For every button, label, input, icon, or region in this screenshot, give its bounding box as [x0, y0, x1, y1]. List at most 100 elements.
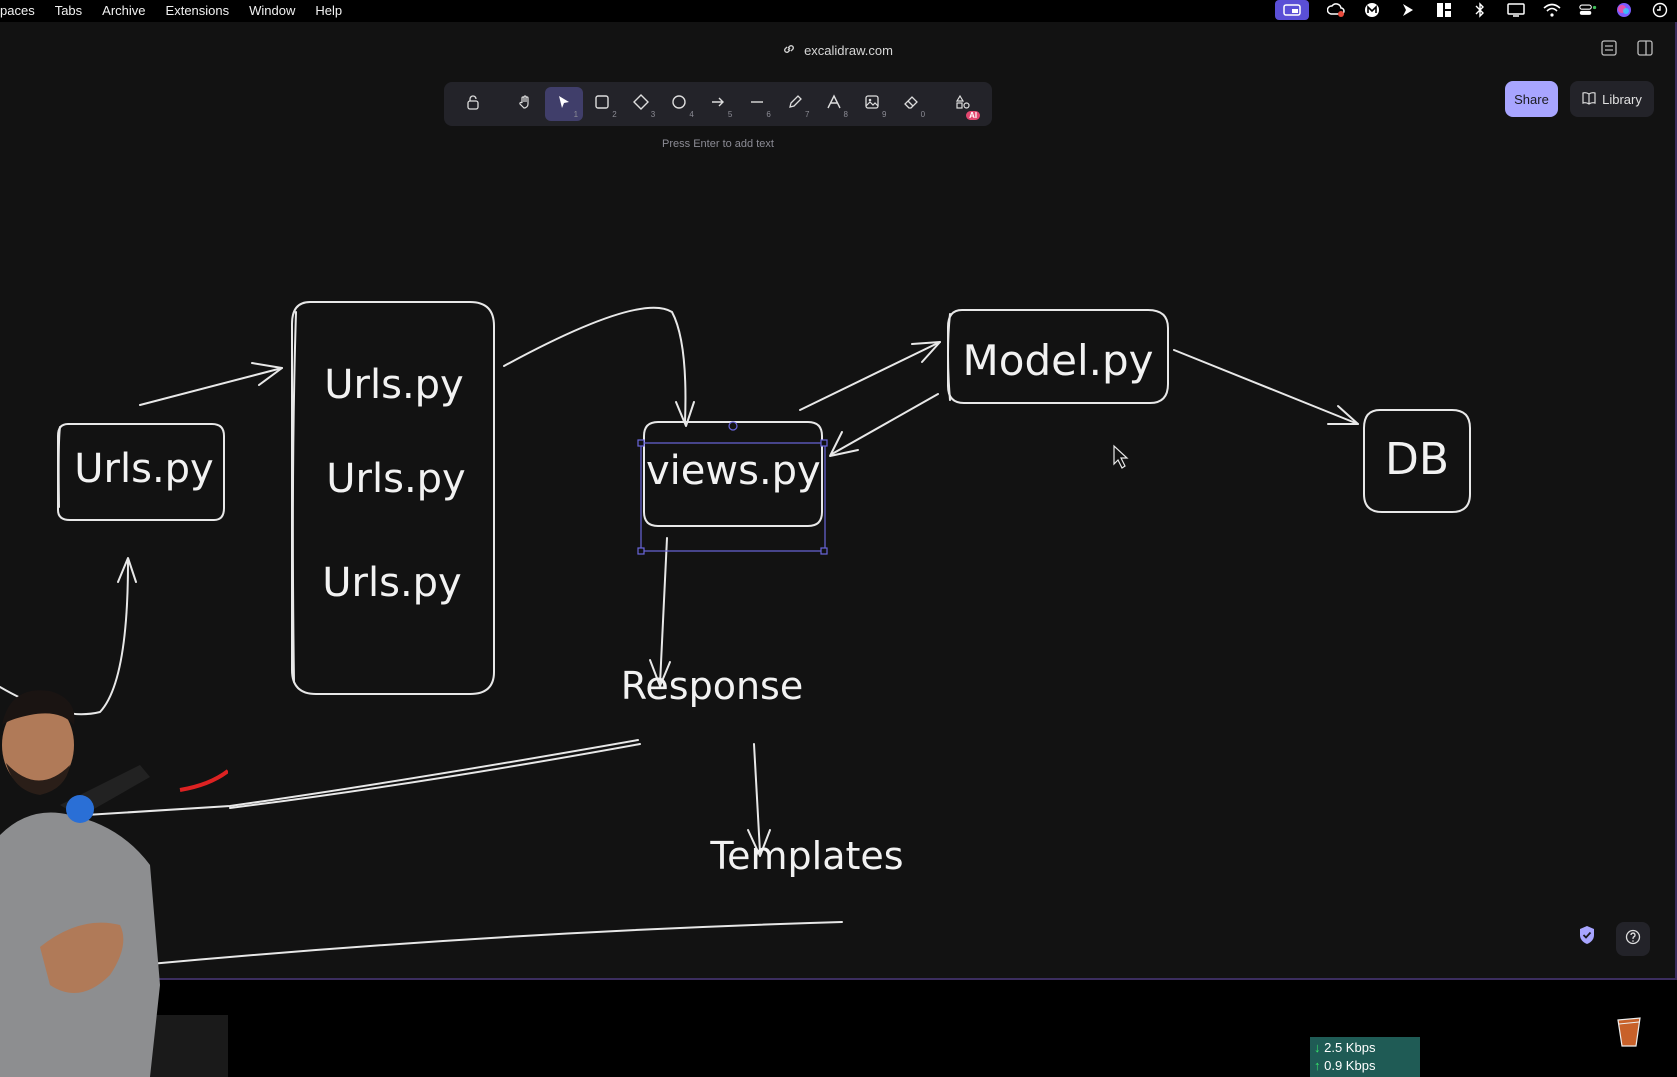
node-templates[interactable]: Templates — [710, 834, 904, 878]
wifi-icon[interactable] — [1543, 2, 1561, 18]
menu-tabs[interactable]: Tabs — [54, 2, 83, 18]
selection-frame — [637, 421, 828, 555]
node-urls-stack-1[interactable]: Urls.py — [324, 362, 464, 408]
library-button[interactable]: Library — [1570, 81, 1654, 117]
arrow-response-to-templates — [753, 743, 761, 853]
node-views[interactable]: views.py — [646, 448, 821, 494]
network-monitor: ↓ 2.5 Kbps ↑ 0.9 Kbps — [1310, 1037, 1420, 1077]
url-text: excalidraw.com — [804, 42, 893, 58]
app-menu: paces Tabs Archive Extensions Window Hel… — [0, 3, 362, 18]
pointer-icon — [557, 95, 571, 114]
tool-key: 3 — [650, 110, 656, 119]
node-urls-left[interactable]: Urls.py — [74, 446, 214, 492]
layout-icon[interactable] — [1435, 2, 1453, 18]
tool-key: 2 — [612, 110, 617, 119]
tool-key: 4 — [689, 110, 694, 119]
tool-diamond[interactable]: 3 — [622, 87, 661, 121]
siri-icon[interactable] — [1615, 2, 1633, 18]
drawing-canvas[interactable] — [0, 22, 1677, 980]
shield-check-icon — [1578, 925, 1596, 950]
tool-hand[interactable] — [506, 87, 545, 121]
lock-icon — [465, 94, 481, 115]
urls-stack-box — [291, 301, 495, 695]
tool-key: 9 — [882, 110, 887, 119]
help-button[interactable] — [1616, 922, 1650, 956]
node-response[interactable]: Response — [620, 664, 804, 708]
arrow-stack-to-views — [503, 306, 687, 423]
arrow-urls-to-stack — [139, 367, 283, 406]
tool-selection[interactable]: 1 — [544, 87, 584, 121]
sidebar-toggle-icon[interactable] — [1637, 40, 1653, 61]
cup-app-icon[interactable] — [1616, 1014, 1642, 1048]
tool-key: 6 — [766, 110, 771, 119]
tool-image[interactable]: 9 — [853, 87, 892, 121]
arrow-model-to-db — [1173, 349, 1359, 425]
tool-line[interactable]: 6 — [737, 87, 776, 121]
views-box — [643, 421, 823, 527]
db-box — [1363, 409, 1471, 513]
text-icon — [826, 93, 842, 115]
tool-key: 1 — [573, 110, 579, 119]
share-button[interactable]: Share — [1505, 81, 1558, 117]
tool-arrow[interactable]: 5 — [699, 87, 738, 121]
excalidraw-toolbar: 1 2 3 4 5 6 7 8 — [444, 82, 992, 126]
hand-icon — [517, 94, 533, 115]
tool-key: 7 — [804, 110, 810, 119]
download-speed: ↓ 2.5 Kbps — [1314, 1039, 1416, 1057]
arrow-views-to-model — [799, 341, 941, 411]
encryption-indicator[interactable] — [1572, 922, 1602, 952]
download-value: 2.5 Kbps — [1324, 1040, 1376, 1055]
tool-more-shapes[interactable]: AI — [944, 87, 983, 121]
node-model[interactable]: Model.py — [962, 336, 1154, 385]
tool-text[interactable]: 8 — [814, 87, 853, 121]
upload-value: 0.9 Kbps — [1324, 1058, 1376, 1073]
upload-arrow-icon: ↑ — [1314, 1058, 1321, 1073]
tool-lock[interactable] — [454, 87, 493, 121]
menu-help[interactable]: Help — [315, 2, 343, 18]
url-display[interactable]: excalidraw.com — [782, 42, 893, 59]
tool-draw[interactable]: 7 — [776, 87, 815, 121]
book-icon — [1582, 91, 1596, 108]
m-app-icon[interactable] — [1363, 2, 1381, 18]
node-urls-stack-3[interactable]: Urls.py — [322, 560, 462, 606]
diamond-icon — [632, 93, 649, 115]
screen-share-icon[interactable] — [1275, 0, 1309, 20]
clock-icon[interactable] — [1651, 2, 1669, 18]
menu-spaces[interactable]: paces — [0, 2, 35, 18]
bluetooth-icon[interactable] — [1471, 2, 1489, 18]
library-label: Library — [1602, 91, 1642, 107]
tool-ellipse[interactable]: 4 — [660, 87, 699, 121]
menu-window[interactable]: Window — [249, 2, 296, 18]
upload-speed: ↑ 0.9 Kbps — [1314, 1057, 1416, 1075]
tool-key: 0 — [920, 110, 926, 119]
tool-rectangle[interactable]: 2 — [583, 87, 622, 121]
webcam-overlay — [0, 690, 228, 1077]
question-icon — [1625, 929, 1641, 950]
line-icon — [749, 94, 765, 115]
line-response-return — [69, 739, 639, 817]
creative-cloud-icon[interactable] — [1327, 2, 1345, 18]
tab-settings-icon[interactable] — [1601, 40, 1617, 61]
browser-window: excalidraw.com — [0, 22, 1677, 980]
toolbar-hint: Press Enter to add text — [662, 138, 774, 150]
mouse-cursor — [1113, 444, 1129, 469]
arrow-icon — [710, 94, 726, 115]
image-icon — [864, 94, 880, 115]
ellipse-icon — [671, 94, 687, 115]
menu-archive[interactable]: Archive — [102, 2, 146, 18]
urls-left-box — [57, 423, 225, 521]
menu-extensions[interactable]: Extensions — [165, 2, 230, 18]
node-db[interactable]: DB — [1384, 434, 1450, 485]
arrow-model-to-views — [831, 393, 939, 455]
status-bar — [1275, 0, 1669, 20]
node-urls-stack-2[interactable]: Urls.py — [326, 456, 466, 502]
tool-eraser[interactable]: 0 — [892, 87, 931, 121]
display-icon[interactable] — [1507, 2, 1525, 18]
dropzone-icon[interactable] — [1399, 2, 1417, 18]
tool-key: 5 — [727, 110, 733, 119]
menu-bar: paces Tabs Archive Extensions Window Hel… — [0, 0, 1677, 20]
line-templates-return — [149, 921, 843, 965]
tool-key: 8 — [843, 110, 848, 119]
ai-badge: AI — [966, 111, 981, 120]
control-center-icon[interactable] — [1579, 2, 1597, 18]
